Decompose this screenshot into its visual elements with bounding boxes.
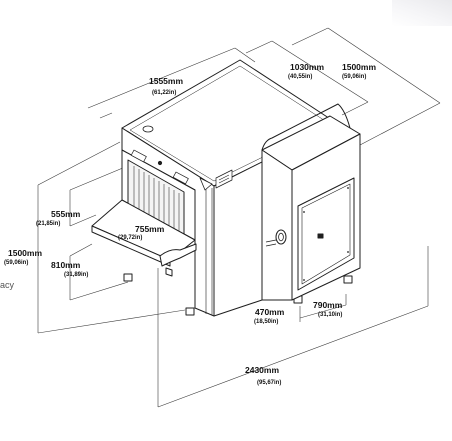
dim-depth-top-in: (40,55in) [288, 74, 312, 80]
dim-width-top-mm: 1555mm [149, 76, 183, 86]
dim-overall-height-mm: 1500mm [8, 248, 42, 258]
dim-conveyor-height-mm: 810mm [51, 260, 81, 270]
control-front [261, 149, 293, 301]
dim-conveyor-height-in: (31,89in) [64, 272, 88, 278]
cropped-text-fragment: acy [0, 280, 15, 290]
dim-tunnel-width-in: (29,72in) [118, 235, 142, 241]
dimension-line-length [327, 27, 441, 104]
foot [123, 273, 133, 282]
warning-label-left [130, 149, 147, 163]
dim-overall-height-in: (59,06in) [4, 260, 28, 266]
top-cap [142, 125, 154, 133]
dim-right-depth-in: (18,50in) [254, 319, 278, 325]
dim-right-depth-mm: 470mm [255, 307, 285, 317]
warning-label-right [172, 171, 189, 185]
round-handle-icon [265, 229, 287, 247]
dim-total-length-in: (95,67in) [257, 380, 281, 386]
curtain-slats [133, 166, 180, 236]
dim-depth-top-mm: 1030mm [290, 62, 324, 72]
dimension-line-depth [271, 40, 369, 103]
access-panel [297, 177, 355, 291]
scanner-body [91, 59, 353, 317]
dim-length-top-mm: 1500mm [342, 62, 376, 72]
tray-roller [159, 243, 197, 267]
keyhole-icon [317, 233, 324, 239]
dim-tunnel-height-mm: 555mm [51, 209, 81, 219]
dim-right-width-mm: 790mm [313, 300, 343, 310]
dim-tunnel-height-in: (21,85in) [36, 221, 60, 227]
screw-dots-icon [303, 187, 349, 281]
dimension-line-right-width [299, 304, 347, 319]
dim-length-top-in: (59,06in) [342, 74, 366, 80]
control-unit [215, 103, 361, 301]
dim-width-top-in: (61,22in) [152, 90, 176, 96]
dimension-line-total-length [157, 305, 429, 408]
dim-total-length-mm: 2430mm [245, 365, 279, 375]
corner-shading [392, 0, 452, 26]
dimension-labels: 1555mm (61,22in) 1030mm (40,55in) 1500mm… [4, 62, 376, 386]
dim-tunnel-width-mm: 755mm [135, 224, 165, 234]
indicator-light [157, 160, 163, 166]
extension-line [87, 47, 236, 109]
side-label-plate [215, 169, 233, 189]
dim-right-width-in: (31,10in) [318, 312, 342, 318]
